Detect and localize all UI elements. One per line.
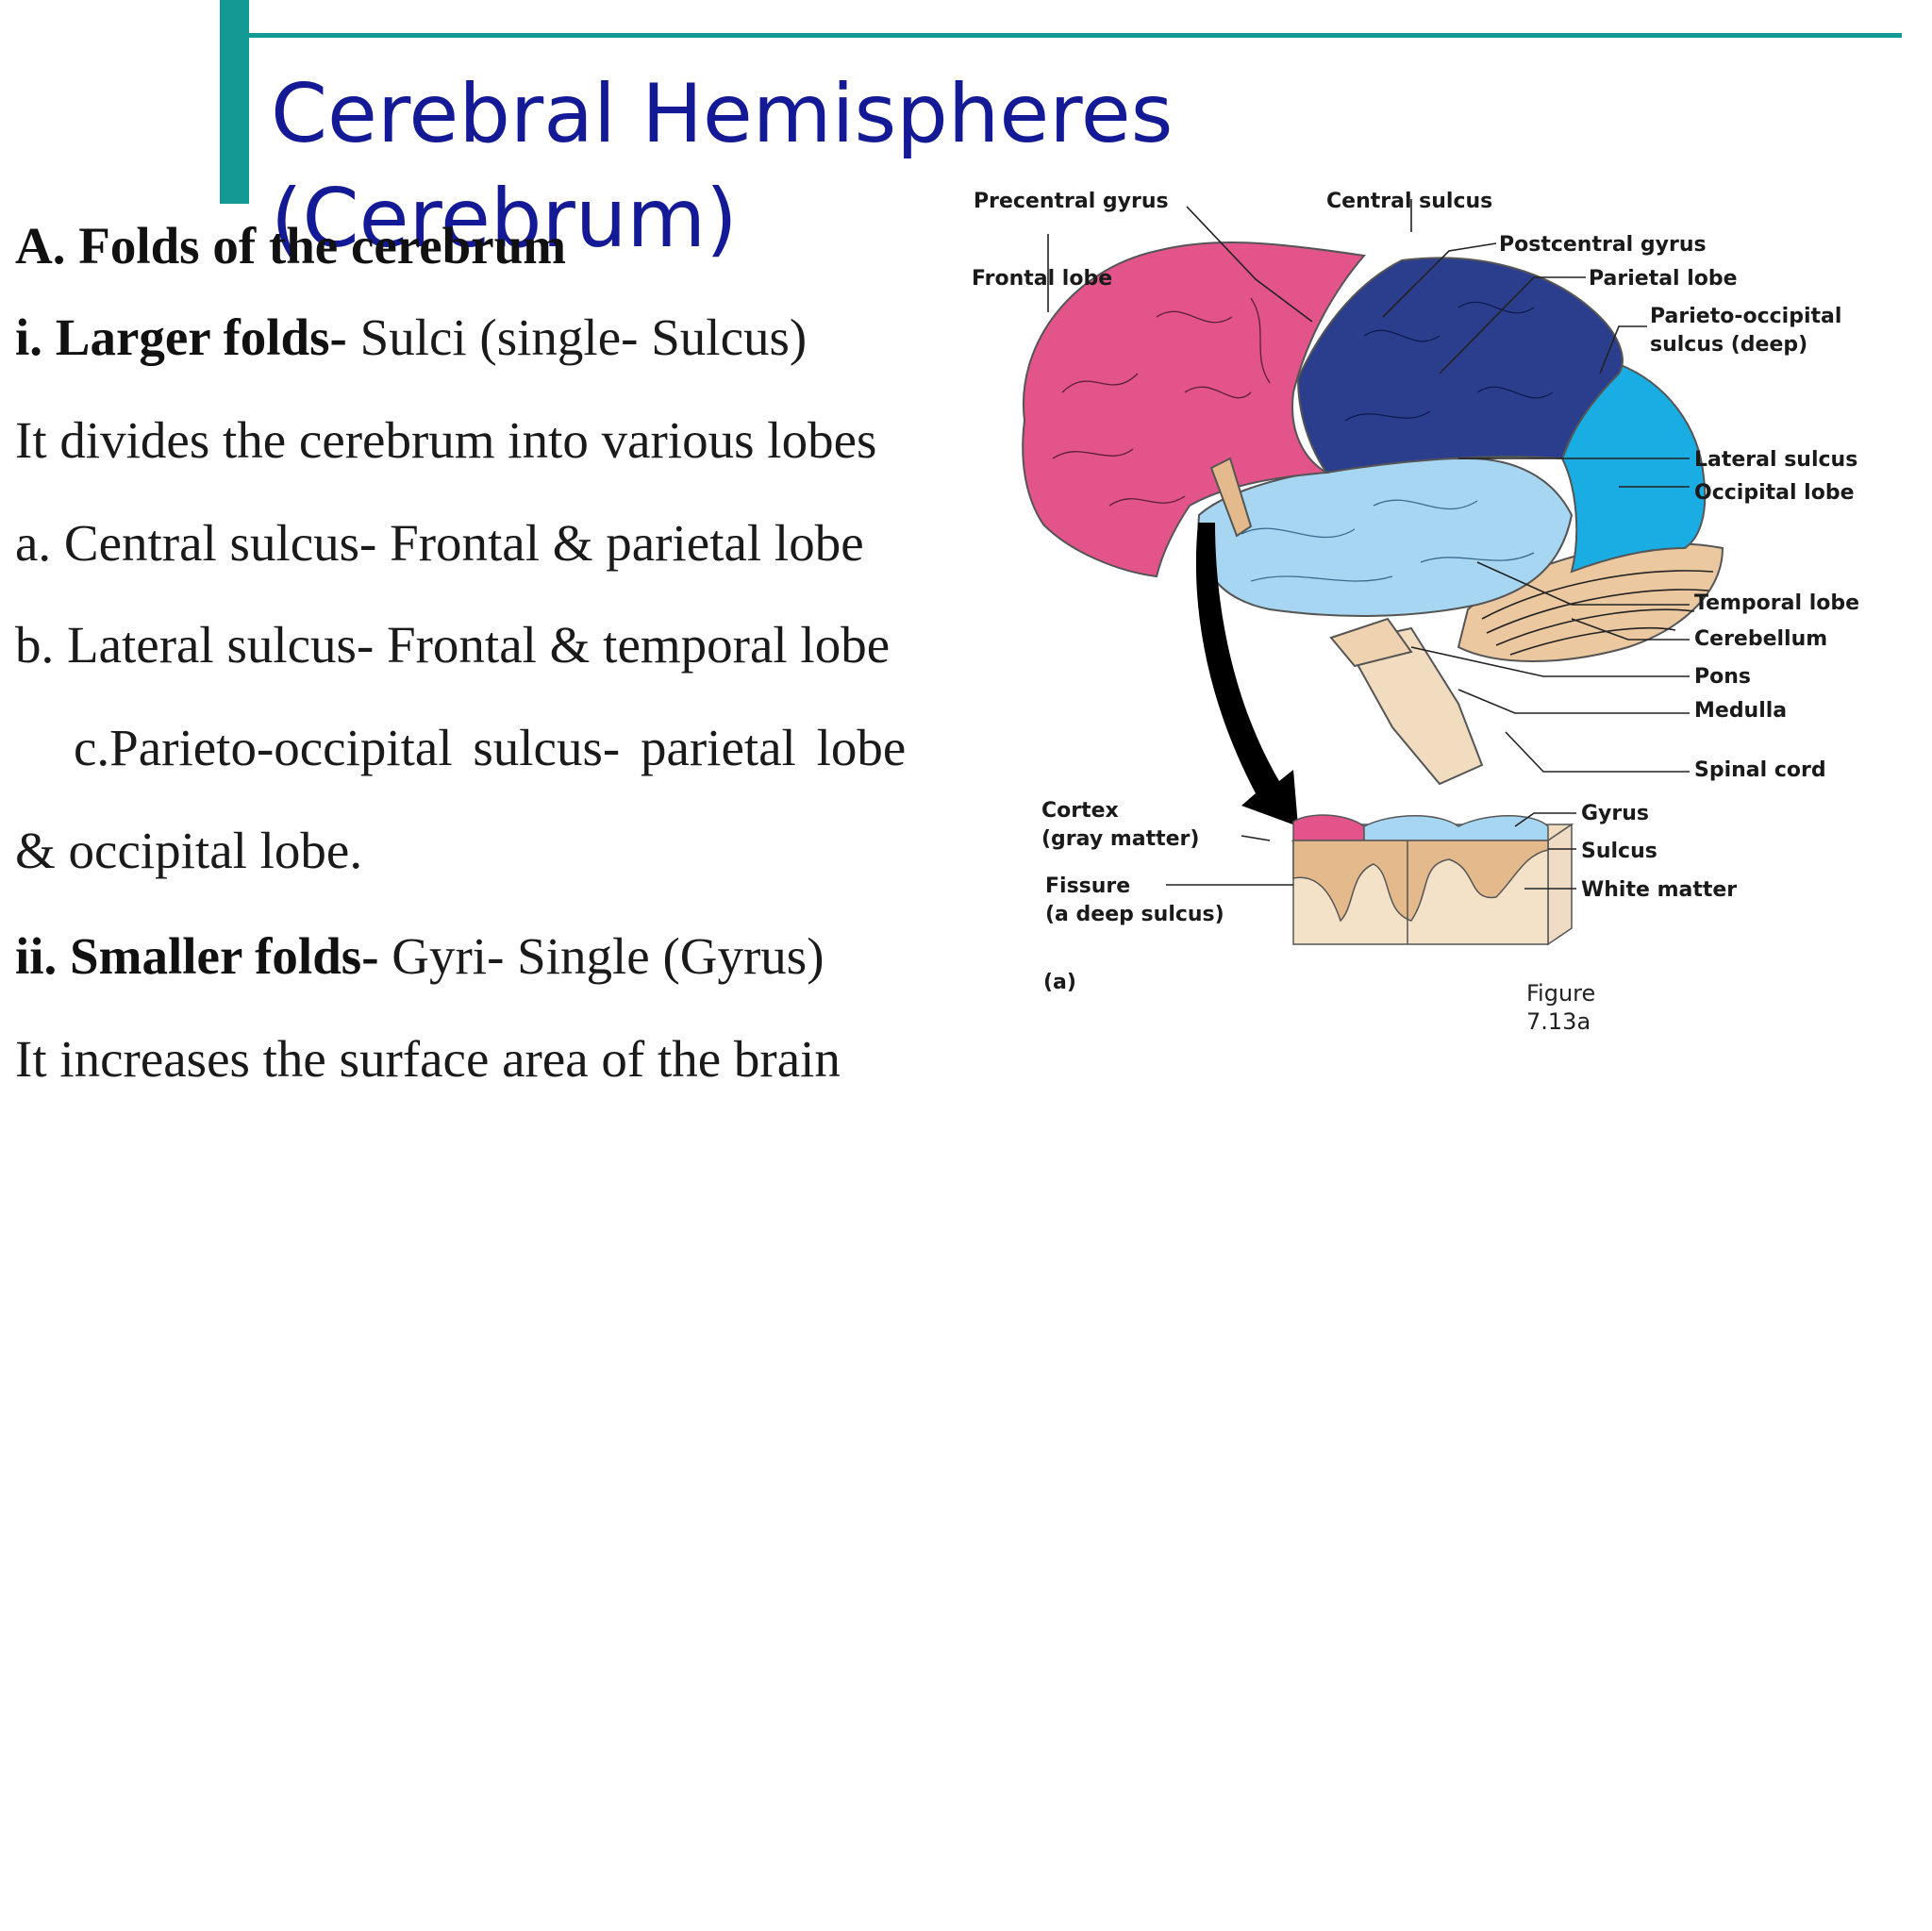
section-heading: A. Folds of the cerebrum <box>15 217 567 275</box>
cerebellum-folia <box>1481 570 1714 656</box>
label-cortex-1: Cortex <box>1041 799 1119 823</box>
text-line-larger-folds: i. Larger folds- Sulci (single- Sulcus) <box>15 307 807 369</box>
label-cerebellum: Cerebellum <box>1694 627 1827 651</box>
label-parieto-occipital-2: sulcus (deep) <box>1650 333 1807 357</box>
text-gyri: Gyri- Single (Gyrus) <box>378 927 824 985</box>
text-line-occipital: & occipital lobe. <box>15 822 363 879</box>
zoom-arrow <box>1195 523 1298 826</box>
title-line-2: (Cerebrum) <box>271 172 738 266</box>
brain-diagram: Precentral gyrus Central sulcus Postcent… <box>972 190 1859 994</box>
label-lateral-sulcus: Lateral sulcus <box>1694 448 1857 472</box>
cerebellum-shape <box>1457 542 1724 662</box>
label-cortex-2: (gray matter) <box>1041 827 1199 851</box>
label-sulcus: Sulcus <box>1581 840 1657 863</box>
text-line-surface-area: It increases the surface area of the bra… <box>15 1030 841 1088</box>
parietal-lobe-shape <box>1296 257 1624 474</box>
label-parieto-occipital-1: Parieto-occipital <box>1650 305 1841 328</box>
cortex-section <box>1291 814 1574 946</box>
text-line-central-sulcus: a. Central sulcus- Frontal & parietal lo… <box>15 514 864 572</box>
label-occipital-lobe: Occipital lobe <box>1694 481 1855 505</box>
temporal-gyri <box>1241 499 1535 582</box>
text-sulci: Sulci (single- Sulcus) <box>346 308 808 366</box>
label-fissure-1: Fissure <box>1045 874 1130 898</box>
text-line-divides: It divides the cerebrum into various lob… <box>15 411 877 469</box>
label-fissure-2: (a deep sulcus) <box>1045 903 1224 926</box>
frontal-gyri <box>1052 297 1271 507</box>
label-frontal-lobe: Frontal lobe <box>972 267 1112 291</box>
label-panel-a: (a) <box>1043 971 1076 994</box>
frontal-lobe-shape <box>1022 241 1366 578</box>
label-temporal-lobe: Temporal lobe <box>1694 591 1859 615</box>
label-pons: Pons <box>1694 665 1751 689</box>
text-line-lateral-sulcus: b. Lateral sulcus- Frontal & temporal lo… <box>15 616 891 674</box>
text-line-parieto-occipital: c.Parieto-occipital sulcus- parietal lob… <box>74 719 907 776</box>
label-spinal-cord: Spinal cord <box>1694 758 1826 782</box>
term-larger-folds: i. Larger folds- <box>15 308 347 366</box>
accent-bar <box>220 0 249 204</box>
page-title: Cerebral Hemispheres (Cerebrum) <box>271 62 1214 272</box>
label-postcentral-gyrus: Postcentral gyrus <box>1499 233 1707 257</box>
figure-caption: Figure 7.13a <box>1526 980 1596 1035</box>
brain-figure: Precentral gyrus Central sulcus Postcent… <box>968 175 1902 1015</box>
label-parietal-lobe: Parietal lobe <box>1589 267 1738 291</box>
label-white-matter: White matter <box>1581 878 1737 902</box>
label-central-sulcus: Central sulcus <box>1326 190 1492 213</box>
label-precentral-gyrus: Precentral gyrus <box>974 190 1169 213</box>
pons-shape <box>1329 617 1413 668</box>
label-medulla: Medulla <box>1694 699 1787 723</box>
insula-shape <box>1209 457 1253 538</box>
title-rule <box>249 33 1902 38</box>
label-gyrus: Gyrus <box>1581 802 1649 825</box>
text-line-smaller-folds: ii. Smaller folds- Gyri- Single (Gyrus) <box>15 925 824 988</box>
term-smaller-folds: ii. Smaller folds- <box>15 927 379 985</box>
leader-lines <box>1047 199 1690 890</box>
title-line-1: Cerebral Hemispheres <box>271 67 1174 161</box>
spinal-cord-shape <box>1343 626 1484 786</box>
parietal-gyri <box>1344 301 1554 422</box>
